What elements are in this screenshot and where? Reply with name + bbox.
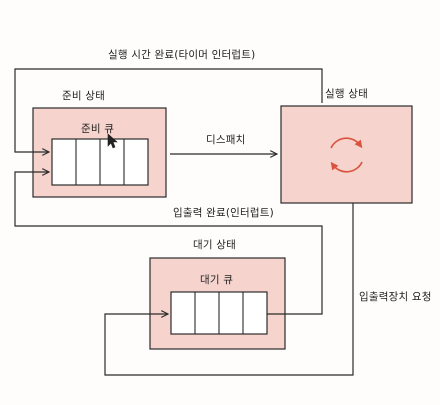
waiting-state-label: 대기 상태 [193, 239, 236, 251]
waiting-queue [170, 291, 268, 335]
io-request-label: 입출력장치 요청 [359, 291, 432, 303]
waiting-queue-label: 대기 큐 [200, 274, 234, 286]
mouse-pointer-icon [107, 133, 118, 149]
dispatch-label: 디스패치 [206, 134, 246, 146]
running-state-box [280, 105, 413, 204]
ready-queue-label: 준비 큐 [81, 123, 115, 135]
ready-state-label: 준비 상태 [62, 90, 105, 102]
timeout-arrow [14, 68, 323, 152]
running-state-label: 실행 상태 [325, 88, 368, 100]
ready-queue [51, 138, 149, 186]
io-complete-label: 입출력 완료(인터럽트) [173, 207, 274, 219]
io-request-arrow [104, 203, 354, 376]
io-complete-arrow [14, 172, 323, 315]
timeout-label: 실행 시간 완료(타이머 인터럽트) [108, 49, 256, 61]
refresh-cycle-icon [330, 137, 363, 173]
